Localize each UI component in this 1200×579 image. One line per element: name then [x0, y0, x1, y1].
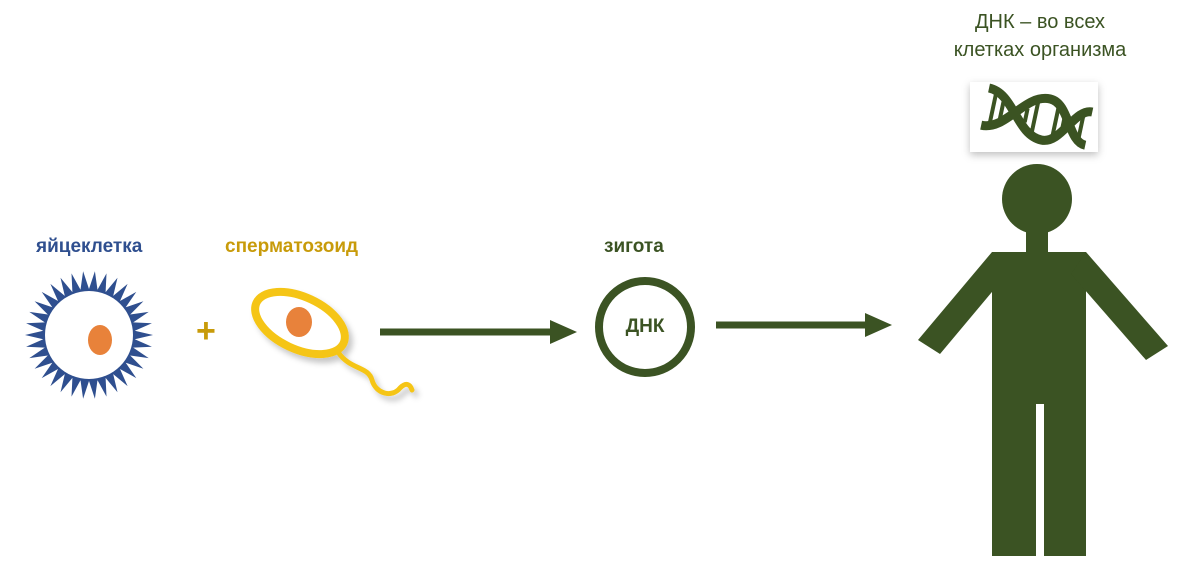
dna-helix-icon [970, 82, 1098, 152]
dna-caption: ДНК – во всех клетках организма [930, 8, 1150, 64]
sperm-cell-icon [251, 287, 415, 397]
dna-caption-line-2: клетках организма [953, 39, 1127, 61]
zygote-icon [595, 277, 695, 377]
arrow-egg-to-zygote [380, 320, 577, 344]
dna-caption-line-1: ДНК – во всех [974, 11, 1106, 33]
zygote-label: зигота [604, 236, 664, 257]
egg-cell-icon [25, 271, 153, 399]
sperm-label: сперматозоид [225, 236, 359, 257]
zygote-dna-label: ДНК [625, 316, 665, 337]
arrow-zygote-to-human [716, 313, 892, 337]
plus-sign: + [196, 312, 216, 350]
human-figure-icon [918, 164, 1168, 556]
egg-label: яйцеклетка [36, 236, 143, 257]
